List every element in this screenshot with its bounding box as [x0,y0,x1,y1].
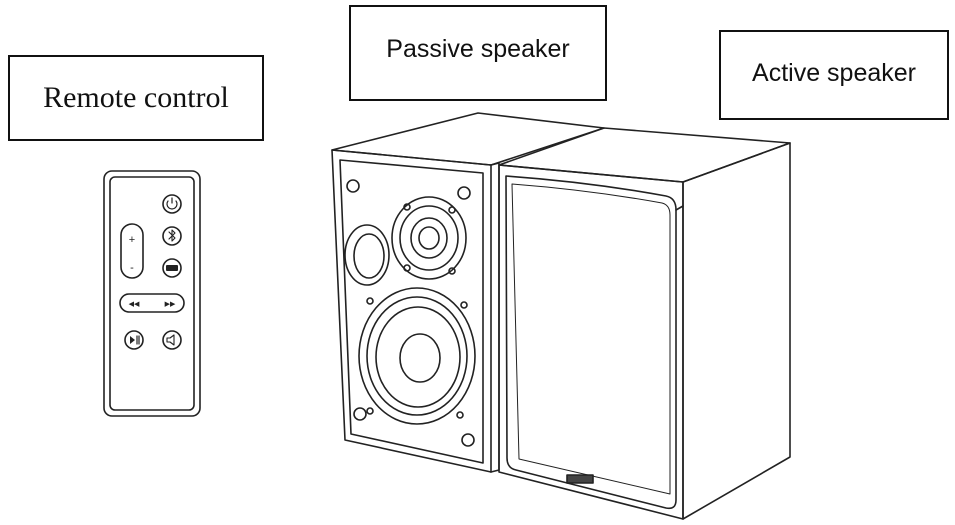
bluetooth-icon [162,226,182,246]
volume-rocker [120,223,144,279]
play-pause-icon [124,330,144,350]
tweeter-icon [391,196,467,280]
mode-button-icon [162,258,182,278]
volume-minus-label: - [130,262,134,274]
passive-speaker-label-text: Passive speaker [386,35,570,63]
bass-port-icon [344,224,390,286]
screw-icon [457,186,471,200]
remote-control-label: Remote control [8,55,264,141]
screw-icon [461,433,475,447]
remote-control-label-text: Remote control [43,81,229,114]
power-icon [162,194,182,214]
passive-top-face [331,112,605,166]
remote-control: + - ◀◀ ▶▶ [103,170,201,417]
track-rocker [119,293,185,313]
screw-icon [346,179,360,193]
active-speaker-label-text: Active speaker [752,59,916,87]
grille-inner-edge [511,183,671,495]
active-speaker-label: Active speaker [719,30,949,120]
active-top-face [498,127,791,183]
woofer-icon [358,287,476,425]
remote-body [103,170,201,417]
passive-side-edge [490,162,500,473]
remote-inner-edge [109,176,195,411]
brand-logo-icon [566,474,594,484]
active-side-face [682,142,791,520]
next-track-label: ▶▶ [165,301,176,308]
volume-plus-label: + [129,234,135,246]
prev-track-label: ◀◀ [129,301,140,308]
passive-front-panel [339,159,484,464]
passive-speaker-label: Passive speaker [349,5,607,101]
passive-speaker [331,112,605,473]
grille-bevel [675,205,684,211]
grille-cover [505,175,677,510]
mute-icon [162,330,182,350]
active-speaker [498,127,791,520]
screw-icon [353,407,367,421]
active-front-face [498,164,684,520]
